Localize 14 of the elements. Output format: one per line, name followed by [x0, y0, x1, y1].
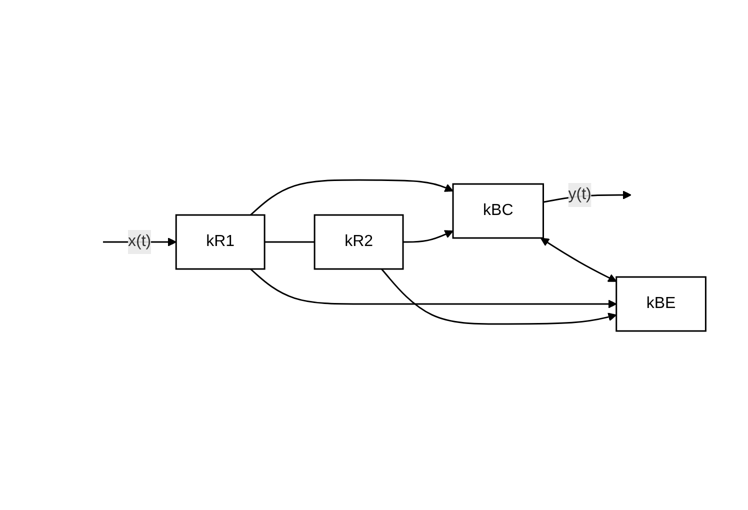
node-box: kBC	[452, 182, 544, 238]
connector	[264, 240, 314, 242]
edge-label: x(t)	[128, 232, 151, 250]
arrow	[402, 230, 454, 242]
arrow	[250, 178, 454, 216]
node-box: kR2	[313, 214, 404, 270]
arrow	[380, 268, 616, 324]
node-box: kBE	[615, 276, 706, 332]
arrow	[250, 268, 616, 308]
arrow	[542, 190, 632, 202]
arrow	[102, 237, 176, 246]
node-box: kR1	[175, 214, 265, 270]
arrow	[540, 237, 616, 282]
edge-label: y(t)	[568, 186, 591, 202]
